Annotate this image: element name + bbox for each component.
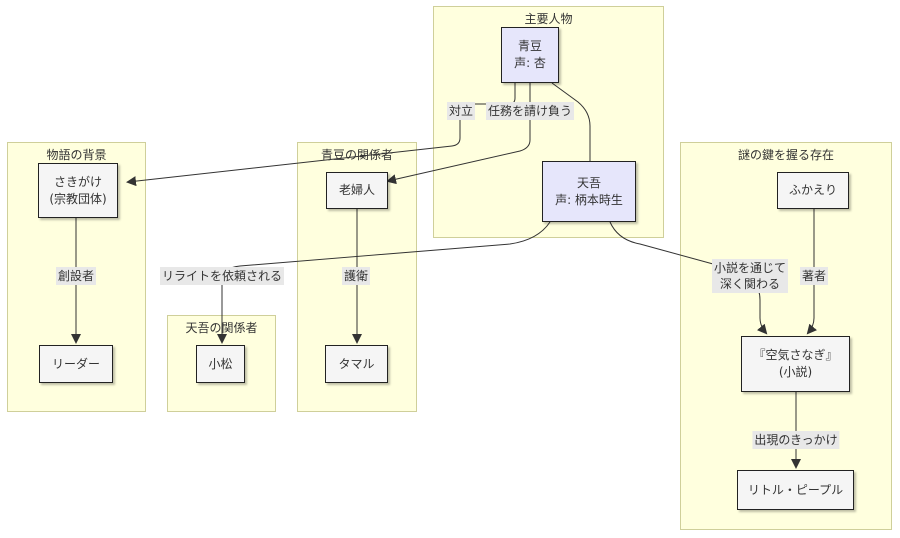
edge-label-rewrite: リライトを依頼される — [159, 267, 285, 285]
edge-aomame-sakigake — [126, 83, 516, 187]
node-label: リトル・ピープル — [747, 482, 844, 497]
node-label: 老婦人 — [338, 183, 375, 197]
node-komatsu[interactable]: 小松 — [196, 345, 245, 383]
node-fukaeri[interactable]: ふかえり — [777, 172, 849, 209]
node-label: (小説) — [778, 365, 813, 379]
node-label: (宗教団体) — [49, 191, 107, 206]
edge-label-taiuritsu: 対立 — [446, 102, 476, 120]
node-kuki-sanagi[interactable]: 『空気さなぎ』 (小説) — [741, 336, 850, 392]
node-label: ふかえり — [788, 183, 837, 197]
node-little-people[interactable]: リトル・ピープル — [737, 470, 854, 510]
node-label: 声: 杏 — [514, 56, 546, 70]
edge-label-line: 深く関わる — [719, 277, 781, 291]
node-tengo[interactable]: 天吾 声: 柄本時生 — [542, 161, 636, 222]
edge-label-goei: 護衛 — [341, 267, 371, 285]
cluster-title: 謎の鍵を握る存在 — [737, 148, 834, 162]
edge-label-line: 小説を通じて — [713, 261, 787, 275]
node-old-lady[interactable]: 老婦人 — [326, 172, 388, 209]
edge-aomame-oldlady — [386, 83, 531, 185]
node-label: 天吾 — [576, 175, 601, 190]
edge-label-chosha: 著者 — [799, 267, 829, 285]
node-tamaru[interactable]: タマル — [325, 345, 388, 383]
node-label: 声: 柄本時生 — [555, 192, 623, 207]
node-label: 青豆 — [517, 39, 542, 53]
node-label: 小松 — [208, 356, 233, 371]
cluster-title: 物語の背景 — [46, 148, 107, 162]
edge-label-kikkake: 出現のきっかけ — [752, 431, 840, 449]
edge-aomame-tengo — [551, 82, 591, 161]
node-label: さきがけ — [53, 174, 102, 189]
node-label: リーダー — [51, 356, 100, 371]
cluster-title: 天吾の関係者 — [185, 321, 258, 335]
node-sakigake[interactable]: さきがけ (宗教団体) — [38, 163, 118, 218]
edge-fukaeri-kukisanagi — [806, 209, 818, 335]
node-label: 『空気さなぎ』 — [753, 348, 838, 362]
node-label: タマル — [338, 356, 375, 371]
node-aomame[interactable]: 青豆 声: 杏 — [501, 27, 559, 83]
edge-label-ninmu: 任務を請け負う — [485, 102, 575, 120]
edge-label-sosetsusha: 創設者 — [55, 267, 97, 285]
edge-label-shosetsu: 小説を通じて 深く関わる — [711, 259, 789, 293]
cluster-title: 主要人物 — [524, 12, 573, 26]
node-leader[interactable]: リーダー — [39, 345, 113, 383]
